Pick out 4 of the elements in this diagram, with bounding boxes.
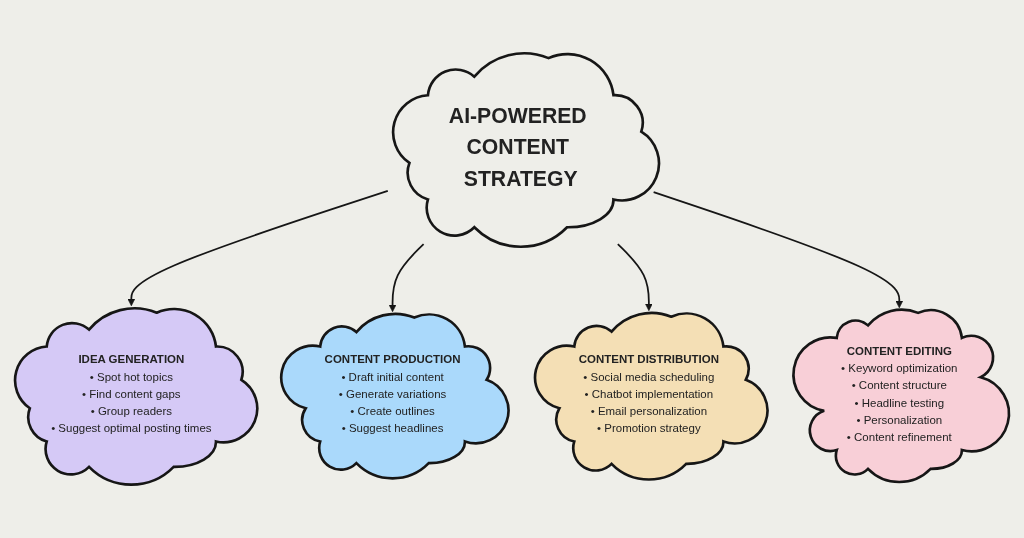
arrow (616, 243, 653, 311)
arrow (652, 191, 904, 309)
arrow (388, 243, 425, 313)
arrow (127, 190, 389, 307)
